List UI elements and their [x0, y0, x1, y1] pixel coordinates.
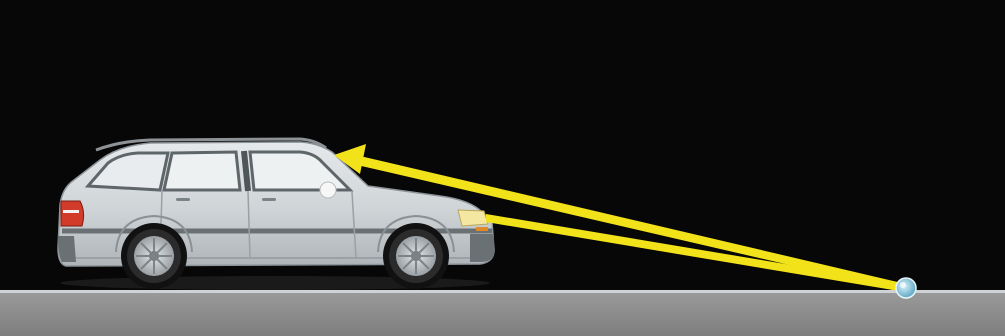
rear-bumper — [58, 236, 76, 262]
door-handle-rear — [176, 198, 190, 201]
door-handle-front — [262, 198, 276, 201]
road-surface — [0, 292, 1005, 336]
side-mirror-reflector — [320, 182, 336, 198]
headlight — [458, 210, 488, 226]
b-pillar — [244, 151, 248, 191]
front-indicator — [476, 227, 488, 231]
front-wheel — [383, 223, 449, 289]
road-reflector-icon — [896, 278, 916, 298]
front-bumper — [470, 234, 494, 262]
road-edge-line — [0, 290, 1005, 293]
rear-door-window — [164, 152, 240, 190]
tail-light-lens — [63, 210, 79, 213]
tail-light — [61, 201, 84, 226]
rear-wheel — [121, 223, 187, 289]
